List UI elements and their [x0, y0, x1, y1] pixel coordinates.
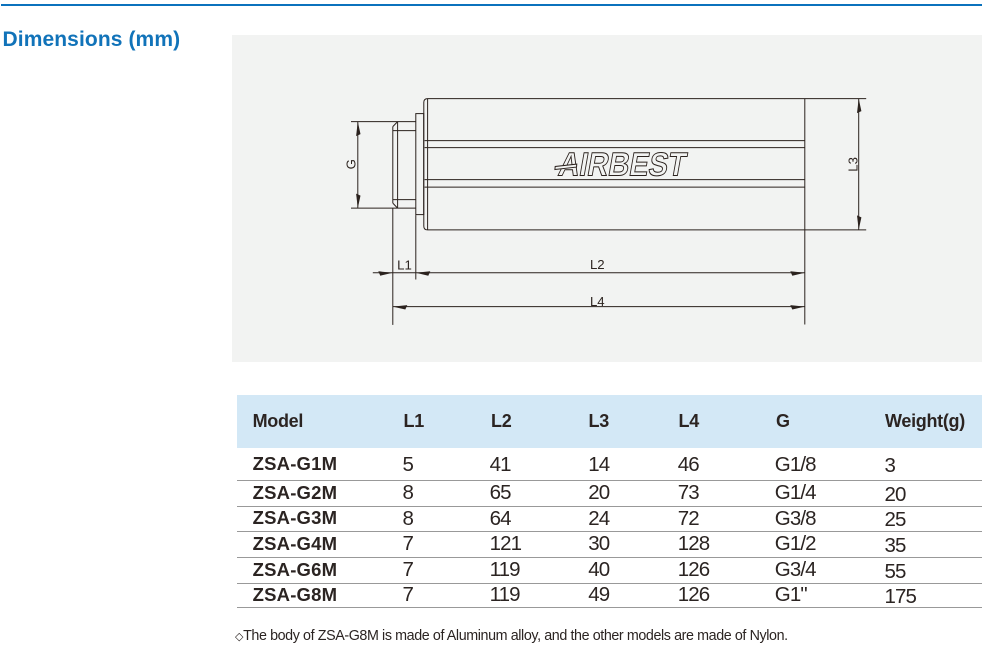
- svg-text:L4: L4: [590, 294, 605, 309]
- svg-text:G: G: [343, 159, 358, 169]
- svg-text:L1: L1: [397, 258, 412, 273]
- svg-text:AIRBEST: AIRBEST: [556, 147, 689, 184]
- svg-text:L3: L3: [845, 157, 860, 172]
- svg-text:L2: L2: [590, 257, 605, 272]
